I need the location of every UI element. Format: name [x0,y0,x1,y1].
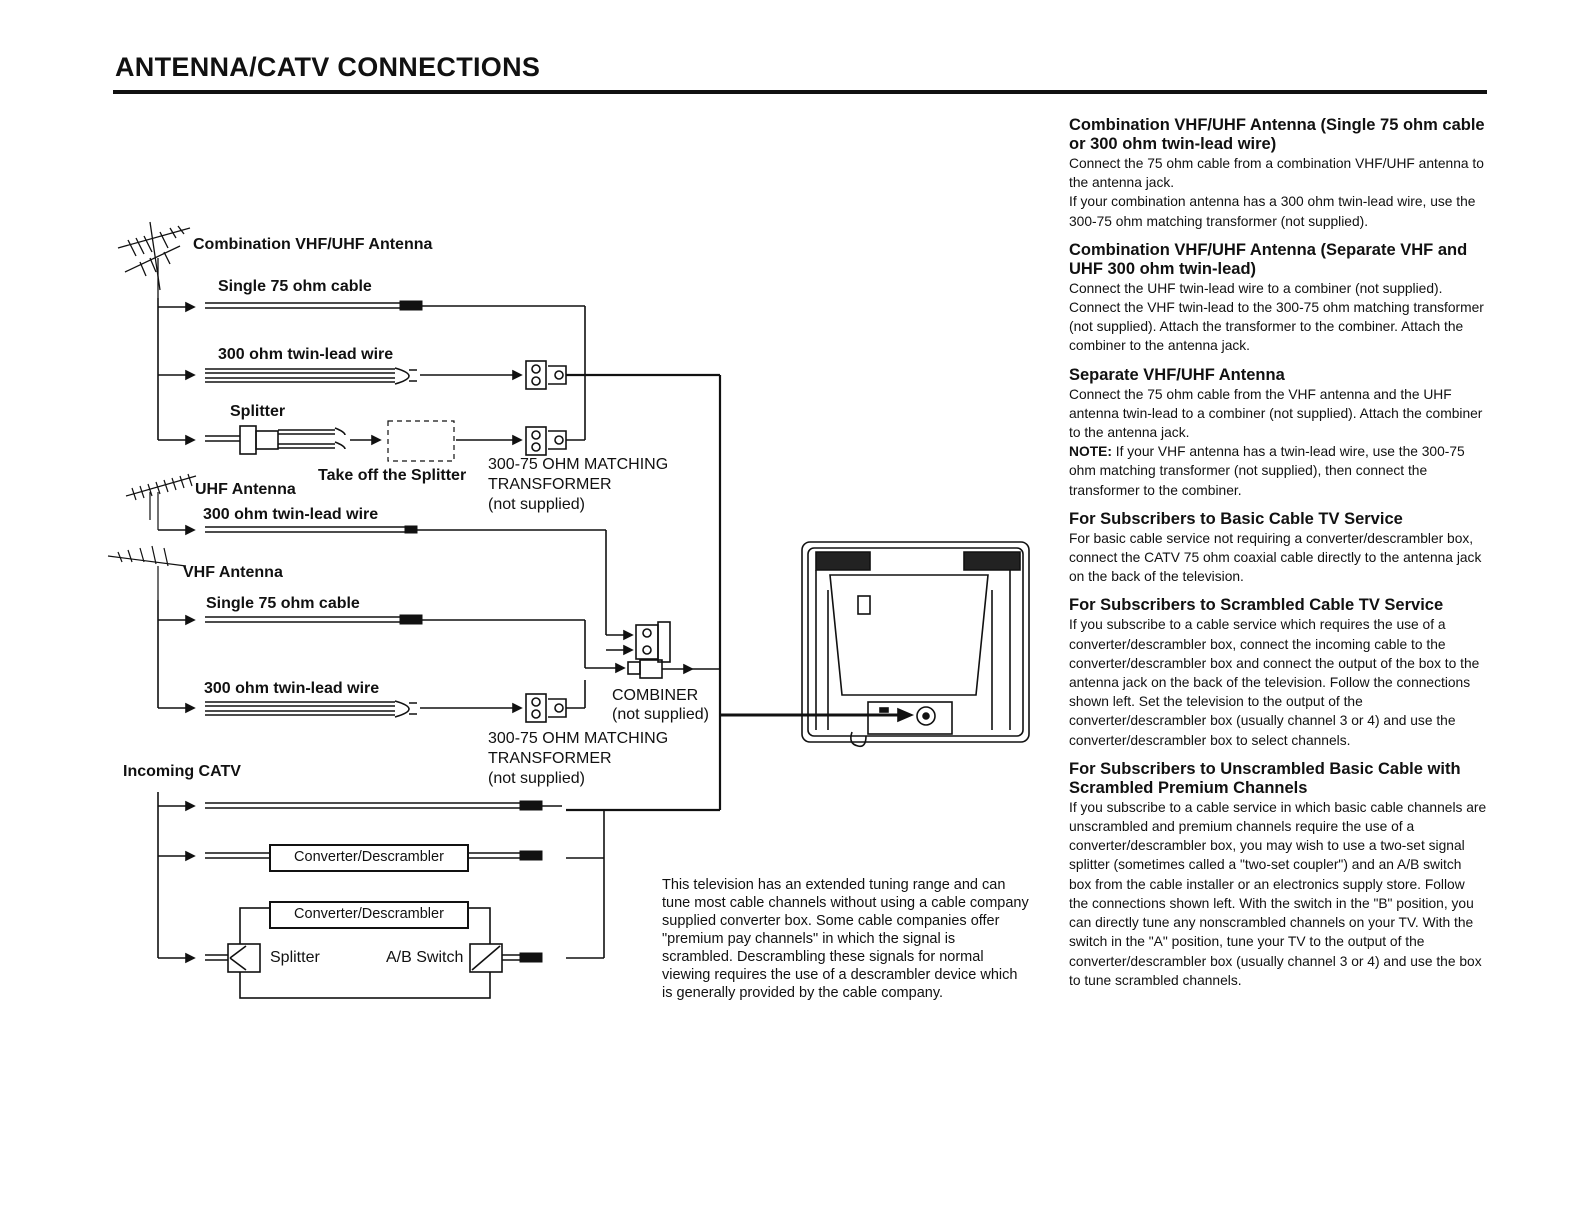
note-text: If your VHF antenna has a twin-lead wire… [1069,444,1465,498]
twin-lead-label: 300 ohm twin-lead wire [218,346,394,363]
converter-label-2: Converter/Descrambler [294,906,444,922]
transformer-label-2: 300-75 OHM MATCHING TRANSFORMER (not sup… [488,730,669,787]
take-off-splitter-label: Take off the Splitter [318,467,467,484]
section-separate-antenna: Separate VHF/UHF Antenna Connect the 75 … [1069,366,1487,500]
splitter-bottom-label: Splitter [270,949,320,966]
section-heading: Combination VHF/UHF Antenna (Single 75 o… [1069,116,1485,153]
vhf-antenna-icon [107,545,187,600]
splitter-label: Splitter [230,403,286,420]
section-heading: Combination VHF/UHF Antenna (Separate VH… [1069,240,1468,278]
vhf-twin-lead-label: 300 ohm twin-lead wire [204,680,380,697]
note-label: NOTE: [1069,444,1112,460]
section-heading: For Subscribers to Basic Cable TV Servic… [1069,509,1403,528]
single-cable-label: Single 75 ohm cable [218,278,372,295]
uhf-antenna-label: UHF Antenna [195,481,296,498]
section-scrambled-cable: For Subscribers to Scrambled Cable TV Se… [1069,596,1487,749]
section-text: If your combination antenna has a 300 oh… [1069,194,1476,229]
section-combo-single: Combination VHF/UHF Antenna (Single 75 o… [1069,116,1487,231]
section-unscrambled-premium: For Subscribers to Unscrambled Basic Cab… [1069,760,1487,990]
page-title: ANTENNA/CATV CONNECTIONS [115,52,541,82]
section-text: Connect the 75 ohm cable from the VHF an… [1069,386,1483,441]
section-heading: For Subscribers to Unscrambled Basic Cab… [1069,759,1461,797]
combo-antenna-icon [117,221,191,298]
section-note: NOTE: If your VHF antenna has a twin-lea… [1069,442,1487,500]
transformer-label-1: 300-75 OHM MATCHING TRANSFORMER (not sup… [488,456,669,513]
instructions-column: Combination VHF/UHF Antenna (Single 75 o… [1069,116,1487,1000]
vhf-single-cable-label: Single 75 ohm cable [206,595,360,612]
uhf-antenna-icon [125,473,197,530]
section-text: If you subscribe to a cable service whic… [1069,617,1480,748]
title-rule [113,90,1487,94]
section-text: For basic cable service not requiring a … [1069,530,1482,585]
combiner-icon [627,621,720,679]
combo-antenna-label: Combination VHF/UHF Antenna [193,236,433,253]
section-text: Connect the 75 ohm cable from a combinat… [1069,156,1484,191]
extended-tuning-note: This television has an extended tuning r… [662,876,1029,1001]
converter-label-1: Converter/Descrambler [294,849,444,865]
section-text: Connect the UHF twin-lead wire to a comb… [1069,280,1484,354]
combiner-label: COMBINER (not supplied) [612,687,709,723]
section-combo-separate: Combination VHF/UHF Antenna (Separate VH… [1069,241,1487,356]
tv-back-illustration [801,541,1030,748]
section-heading: Separate VHF/UHF Antenna [1069,365,1285,384]
incoming-catv-label: Incoming CATV [123,763,241,780]
section-basic-cable: For Subscribers to Basic Cable TV Servic… [1069,510,1487,587]
ab-switch-label: A/B Switch [386,949,464,966]
uhf-twin-lead-label: 300 ohm twin-lead wire [203,506,379,523]
vhf-antenna-label: VHF Antenna [183,564,283,581]
section-heading: For Subscribers to Scrambled Cable TV Se… [1069,596,1444,615]
section-text: If you subscribe to a cable service in w… [1069,799,1487,988]
